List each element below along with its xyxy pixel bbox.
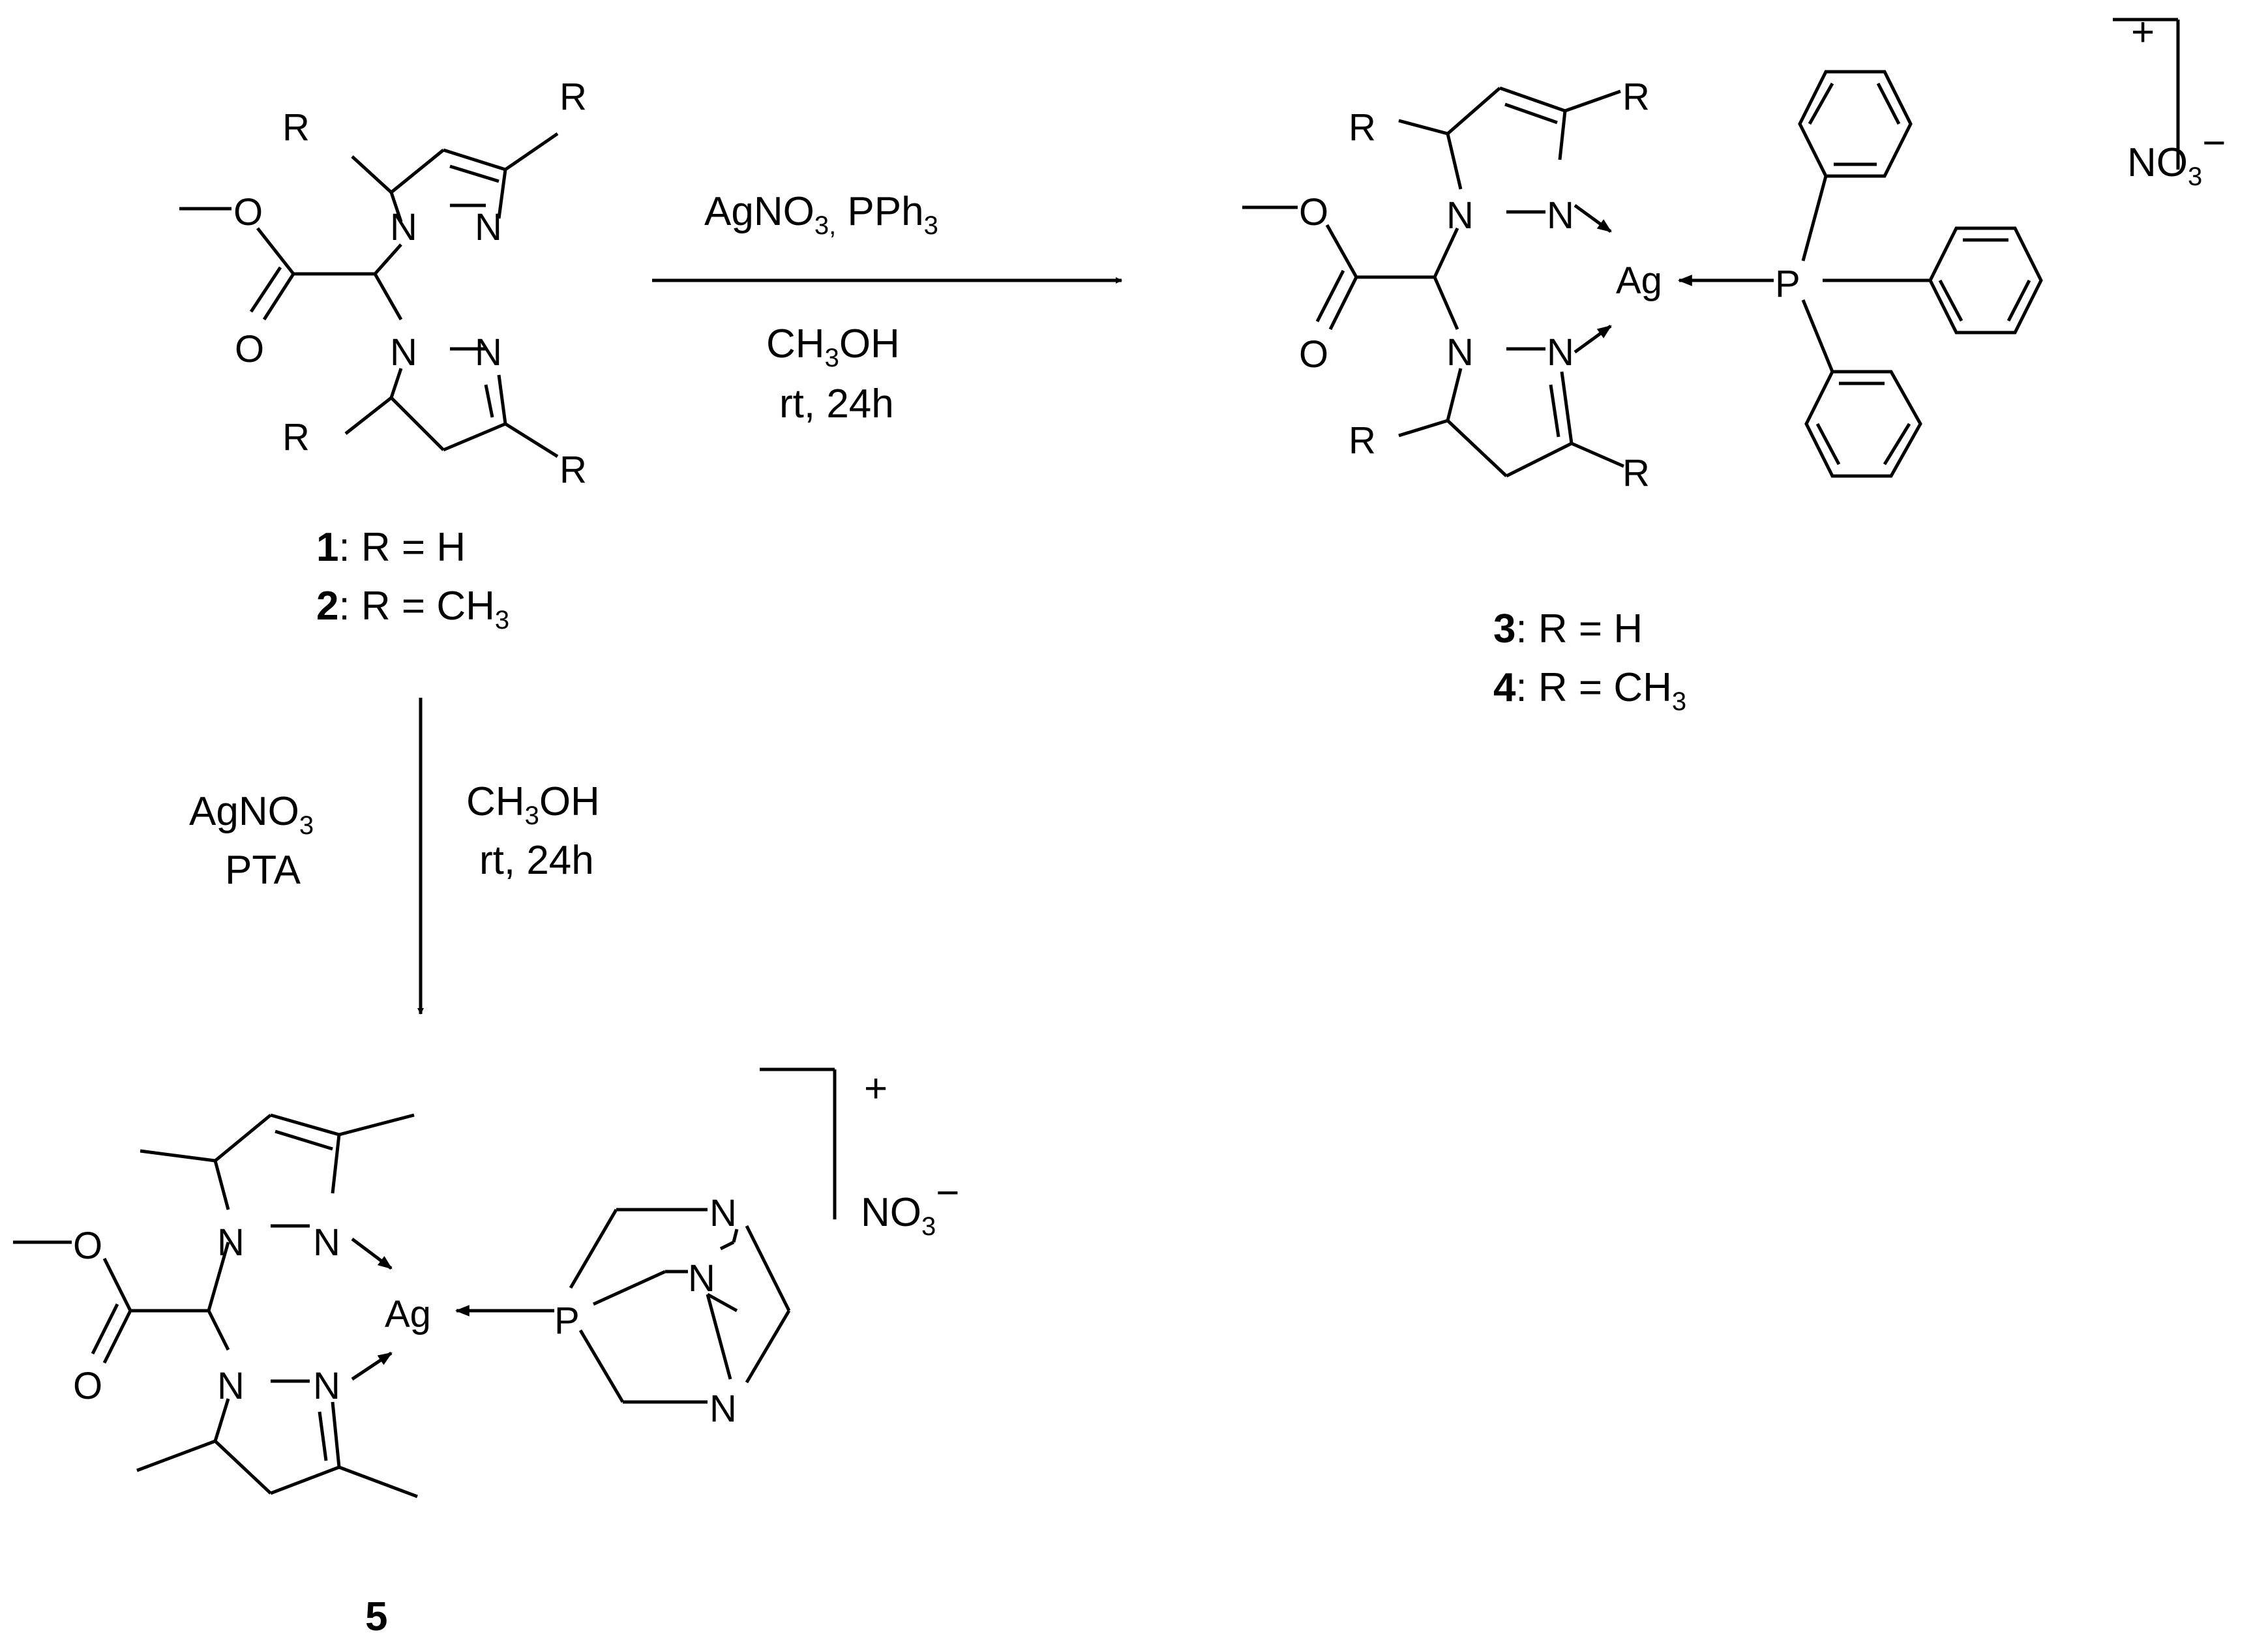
- atom-N: N: [390, 206, 417, 248]
- atom-R: R: [560, 76, 587, 118]
- reagent-down-agno3: AgNO3: [189, 789, 314, 840]
- atom-N: N: [217, 1221, 245, 1264]
- atom-R: R: [1622, 452, 1650, 494]
- complex-pph3-structure: [1242, 18, 2180, 478]
- atom-N: N: [475, 206, 502, 248]
- atom-N: N: [709, 1388, 737, 1430]
- conditions-down: rt, 24h: [479, 838, 594, 883]
- atom-N: N: [1547, 331, 1574, 374]
- atom-Ag: Ag: [1616, 260, 1662, 302]
- atom-R: R: [560, 449, 587, 491]
- reagents-right: AgNO3, PPh3: [704, 189, 938, 240]
- compound-label-5: 5: [365, 1594, 387, 1639]
- atom-Ag: Ag: [385, 1293, 431, 1335]
- charge-plus: +: [864, 1066, 888, 1111]
- atom-R: R: [282, 416, 310, 458]
- atom-O: O: [1299, 333, 1328, 376]
- atom-N: N: [709, 1192, 737, 1234]
- reagent-down-pta: PTA: [225, 848, 301, 893]
- atom-N: N: [688, 1257, 715, 1300]
- ligand-structure: [179, 132, 559, 458]
- conditions-right: rt, 24h: [779, 381, 894, 426]
- atom-O: O: [235, 328, 264, 370]
- atom-N: N: [313, 1221, 340, 1264]
- atom-P: P: [554, 1300, 580, 1342]
- atom-R: R: [1622, 76, 1650, 118]
- atom-O: O: [233, 191, 263, 233]
- atom-N: N: [313, 1365, 340, 1407]
- atom-O: O: [73, 1365, 102, 1407]
- compound-label-4: 4: R = CH3: [1493, 665, 1686, 716]
- compound-label-3: 3: R = H: [1493, 606, 1643, 651]
- atom-O: O: [73, 1225, 102, 1267]
- atom-N: N: [390, 331, 417, 374]
- atom-O: O: [1299, 191, 1328, 233]
- counterion-nitrate: NO3−: [2127, 121, 2226, 191]
- solvent-down: CH3OH: [466, 779, 600, 830]
- atom-R: R: [1349, 419, 1376, 462]
- atom-R: R: [1349, 106, 1376, 149]
- atom-P: P: [1775, 263, 1800, 305]
- compound-label-1: 1: R = H: [316, 525, 466, 570]
- atom-N: N: [475, 331, 502, 374]
- complex-pta-structure: [13, 1067, 837, 1498]
- atom-N: N: [1446, 331, 1474, 374]
- solvent-right: CH3OH: [766, 321, 900, 372]
- charge-plus: +: [2131, 10, 2155, 55]
- atom-N: N: [217, 1365, 245, 1407]
- counterion-nitrate: NO3−: [861, 1170, 959, 1241]
- compound-label-2: 2: R = CH3: [316, 584, 509, 634]
- atom-R: R: [282, 106, 310, 149]
- atom-N: N: [1446, 194, 1474, 237]
- atom-N: N: [1547, 194, 1574, 237]
